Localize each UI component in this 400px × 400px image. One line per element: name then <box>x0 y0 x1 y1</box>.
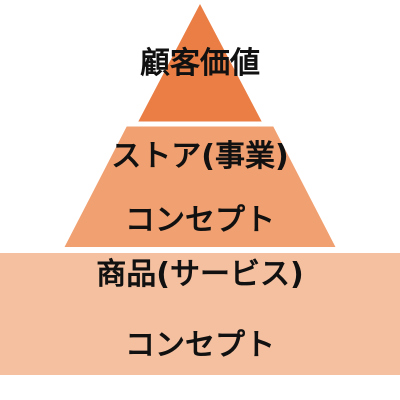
tier-top-label: 顧客価値 <box>140 46 260 81</box>
tier-middle-shape <box>63 124 337 250</box>
tier-middle-label-line2: コンセプト <box>125 203 275 238</box>
tier-bottom-label-line2: コンセプト <box>125 328 275 363</box>
tier-bottom-label-line1: 商品(サービス) <box>96 257 303 292</box>
tier-middle-label-line1: ストア(事業) <box>111 139 288 174</box>
tier-top-shape <box>137 4 263 124</box>
tier-bottom-shape <box>0 250 400 375</box>
